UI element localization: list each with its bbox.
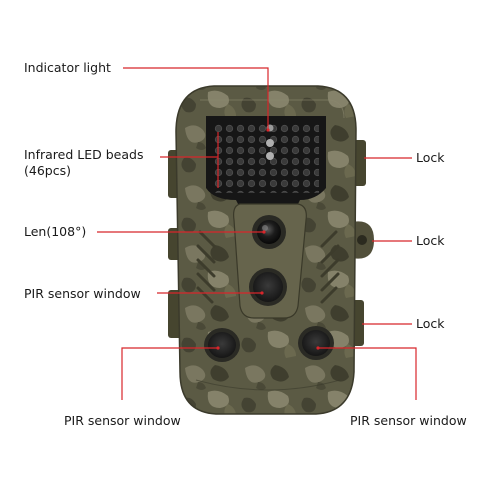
label-pir-left: PIR sensor window: [64, 413, 181, 428]
label-infrared-led-line1: Infrared LED beads: [24, 147, 144, 162]
leader-pir-left: [121, 347, 218, 400]
label-lock-top: Lock: [416, 150, 445, 165]
label-infrared-led-line2: (46pcs): [24, 163, 71, 178]
leader-pir-right: [318, 347, 417, 400]
label-lens: Len(108°): [24, 224, 87, 239]
label-lock-bottom: Lock: [416, 316, 445, 331]
label-lock-middle: Lock: [416, 233, 445, 248]
leader-indicator-light: [123, 67, 269, 130]
label-infrared-led: Infrared LED beads (46pcs): [24, 147, 143, 179]
left-grille: [196, 230, 216, 304]
label-pir-center: PIR sensor window: [24, 286, 141, 301]
right-grille: [320, 230, 340, 304]
label-pir-right: PIR sensor window: [350, 413, 467, 428]
label-indicator-light: Indicator light: [24, 60, 111, 75]
